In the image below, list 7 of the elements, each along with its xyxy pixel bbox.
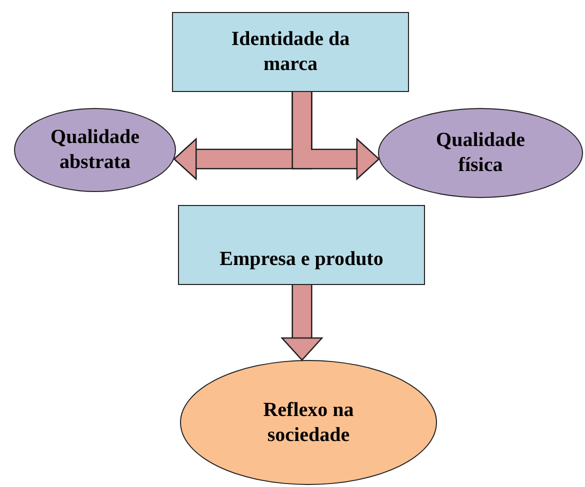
node-label: Qualidade abstrata <box>50 125 140 175</box>
process-box <box>172 12 409 92</box>
node-label: Empresa e produto <box>220 246 384 272</box>
node-label: Qualidade física <box>435 128 526 178</box>
node-label: Reflexo na sociedade <box>262 398 355 448</box>
process-box <box>178 205 425 285</box>
node-label: Identidade da marca <box>230 27 351 77</box>
